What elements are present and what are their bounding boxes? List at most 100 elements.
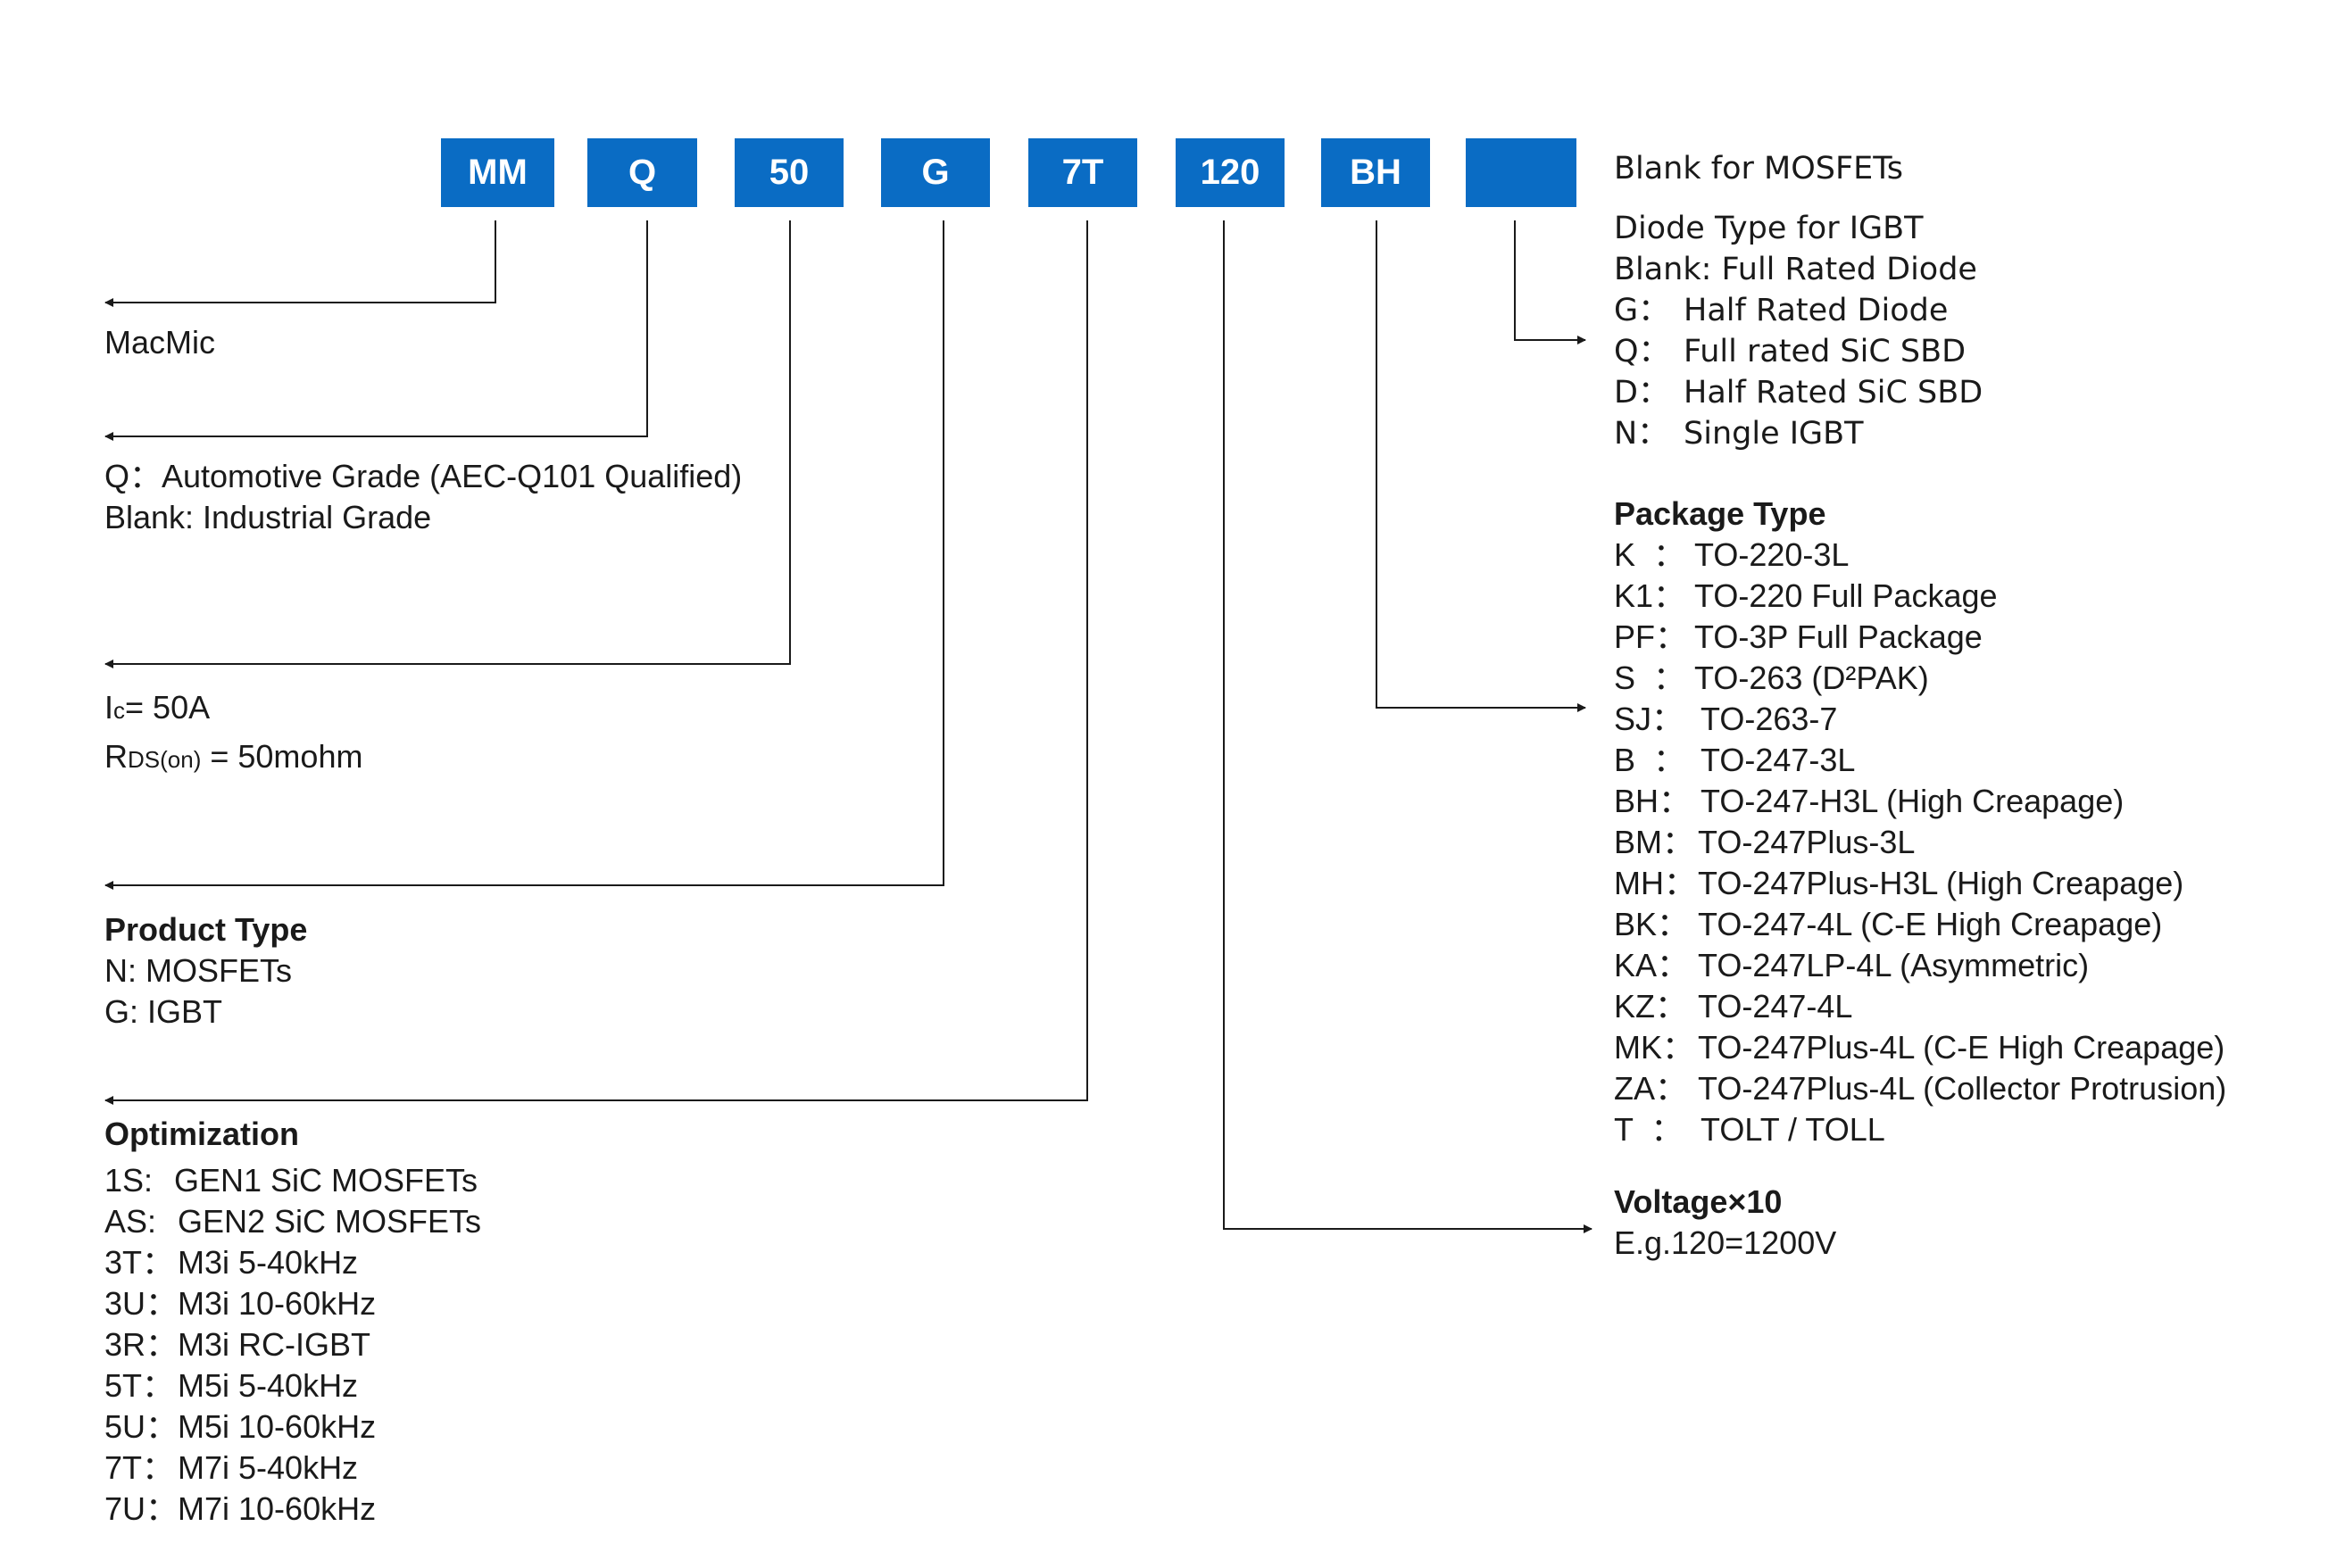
optimization-code: 7U： [104,1490,179,1527]
diode-code: G： [1614,293,1670,328]
product-type-line: N: MOSFETs [104,952,293,989]
voltage-example: E.g.120=1200V [1614,1224,1837,1261]
grade-line-industrial: Blank: Industrial Grade [104,499,432,535]
diode-type-item: N：Single IGBT [1614,413,1983,454]
brand-legend: MacMic [104,322,215,363]
package-item: KA：TO-247LP-4L (Asymmetric) [1614,945,2226,986]
diode-desc: Full rated SiC SBD [1684,334,1967,369]
code-box-120: 120 [1176,138,1285,207]
code-box-label: 7T [1061,153,1104,192]
optimization-code: 3R： [104,1326,179,1363]
optimization-desc: GEN2 SiC MOSFETs [178,1203,482,1240]
optimization-item: 3U：M3i 10-60kHz [104,1283,481,1324]
grade-legend: Q：Automotive Grade (AEC-Q101 Qualified) … [104,456,742,538]
package-desc: TO-247-4L [1698,988,1853,1025]
voltage-heading: Voltage×10 [1614,1183,1783,1220]
brand-text: MacMic [104,324,215,361]
package-desc: TO-247LP-4L (Asymmetric) [1698,947,2090,983]
diode-type-line: Blank: Full Rated Diode [1614,252,1977,287]
optimization-item: 7T：M7i 5-40kHz [104,1448,481,1489]
rating-legend: Ic= 50A RDS(on) = 50mohm [104,684,362,783]
connector-120 [1223,220,1592,1233]
code-box-mm: MM [441,138,554,207]
optimization-desc: M7i 10-60kHz [178,1490,377,1527]
connector-7t [104,220,1088,1105]
package-item: BM：TO-247Plus-3L [1614,822,2226,863]
package-code: K ： [1614,536,1686,573]
package-item: BK：TO-247-4L (C-E High Creapage) [1614,904,2226,945]
package-item: SJ：TO-263-7 [1614,699,2226,740]
voltage-legend: Voltage×10 E.g.120=1200V [1614,1182,1836,1264]
mosfet-blank-legend: Blank for MOSFETs [1614,148,1903,189]
optimization-item: 5T：M5i 5-40kHz [104,1365,481,1406]
package-type-legend: Package Type K ：TO-220-3L K1：TO-220 Full… [1614,494,2226,1150]
code-box-q: Q [587,138,697,207]
package-item: B ：TO-247-3L [1614,740,2226,781]
connector-mm [104,220,496,307]
package-desc: TO-220-3L [1694,536,1850,573]
optimization-desc: M5i 5-40kHz [178,1367,359,1404]
code-box-label: 50 [769,153,810,192]
code-box-label: BH [1350,153,1401,192]
package-item: KZ： TO-247-4L [1614,986,2226,1027]
rds-subscript: DS(on) [128,746,202,773]
current-value: = 50A [125,689,211,726]
package-item: PF：TO-3P Full Package [1614,617,2226,658]
optimization-code: 3U： [104,1285,179,1322]
optimization-desc: M3i 10-60kHz [178,1285,377,1322]
optimization-desc: GEN1 SiC MOSFETs [174,1162,478,1199]
connector-blank [1514,220,1586,344]
optimization-item: 1S:GEN1 SiC MOSFETs [104,1160,481,1201]
optimization-desc: M3i 5-40kHz [178,1244,359,1281]
package-code: ZA： [1614,1070,1688,1107]
package-item: T ：TOLT / TOLL [1614,1109,2226,1150]
connector-q [104,220,648,441]
package-item: S ：TO-263 (D²PAK) [1614,658,2226,699]
package-code: BM： [1614,824,1695,860]
optimization-code: 7T： [104,1449,175,1486]
package-item: BH：TO-247-H3L (High Creapage) [1614,781,2226,822]
code-box-label: G [921,153,950,192]
current-symbol: I [104,689,114,726]
code-box-label: Q [628,153,657,192]
optimization-desc: M5i 10-60kHz [178,1408,377,1445]
code-box-bh: BH [1321,138,1430,207]
package-item: MH：TO-247Plus-H3L (High Creapage) [1614,863,2226,904]
diode-desc: Single IGBT [1684,416,1864,452]
diode-type-item: D：Half Rated SiC SBD [1614,372,1983,413]
package-desc: TO-247Plus-4L (C-E High Creapage) [1698,1029,2225,1066]
optimization-item: 5U：M5i 10-60kHz [104,1406,481,1448]
package-code: MK： [1614,1029,1695,1066]
package-desc: TO-247-4L (C-E High Creapage) [1698,906,2163,942]
package-code: KA： [1614,947,1690,983]
package-desc: TO-263 (D²PAK) [1694,660,1929,696]
package-item: K ：TO-220-3L [1614,535,2226,576]
connector-bh [1376,220,1586,712]
code-box-50: 50 [735,138,844,207]
grade-line-automotive: Q：Automotive Grade (AEC-Q101 Qualified) [104,458,743,494]
package-desc: TO-247-H3L (High Creapage) [1701,783,2125,819]
diode-code: D： [1614,375,1669,411]
diode-type-item: Q：Full rated SiC SBD [1614,331,1983,372]
package-code: K1： [1614,577,1686,614]
package-code: KZ： [1614,988,1688,1025]
optimization-desc: M3i RC-IGBT [178,1326,370,1363]
product-type-line: G: IGBT [104,993,223,1030]
package-code: PF： [1614,618,1688,655]
package-code: SJ： [1614,701,1684,737]
mosfet-blank-text: Blank for MOSFETs [1614,151,1904,187]
package-desc: TO-247Plus-4L (Collector Protrusion) [1698,1070,2227,1107]
diode-type-item: G：Half Rated Diode [1614,290,1983,331]
package-type-heading: Package Type [1614,495,1826,532]
code-box-blank [1466,138,1576,207]
diode-type-legend: Diode Type for IGBT Blank: Full Rated Di… [1614,208,1983,454]
optimization-heading: Optimization [104,1116,299,1152]
optimization-desc: M7i 5-40kHz [178,1449,359,1486]
code-box-g: G [881,138,990,207]
package-desc: TO-247-3L [1701,742,1856,778]
optimization-item: 3R：M3i RC-IGBT [104,1324,481,1365]
package-code: BH： [1614,783,1692,819]
package-desc: TO-3P Full Package [1694,618,1983,655]
optimization-item: 7U：M7i 10-60kHz [104,1489,481,1530]
package-desc: TOLT / TOLL [1701,1111,1885,1148]
